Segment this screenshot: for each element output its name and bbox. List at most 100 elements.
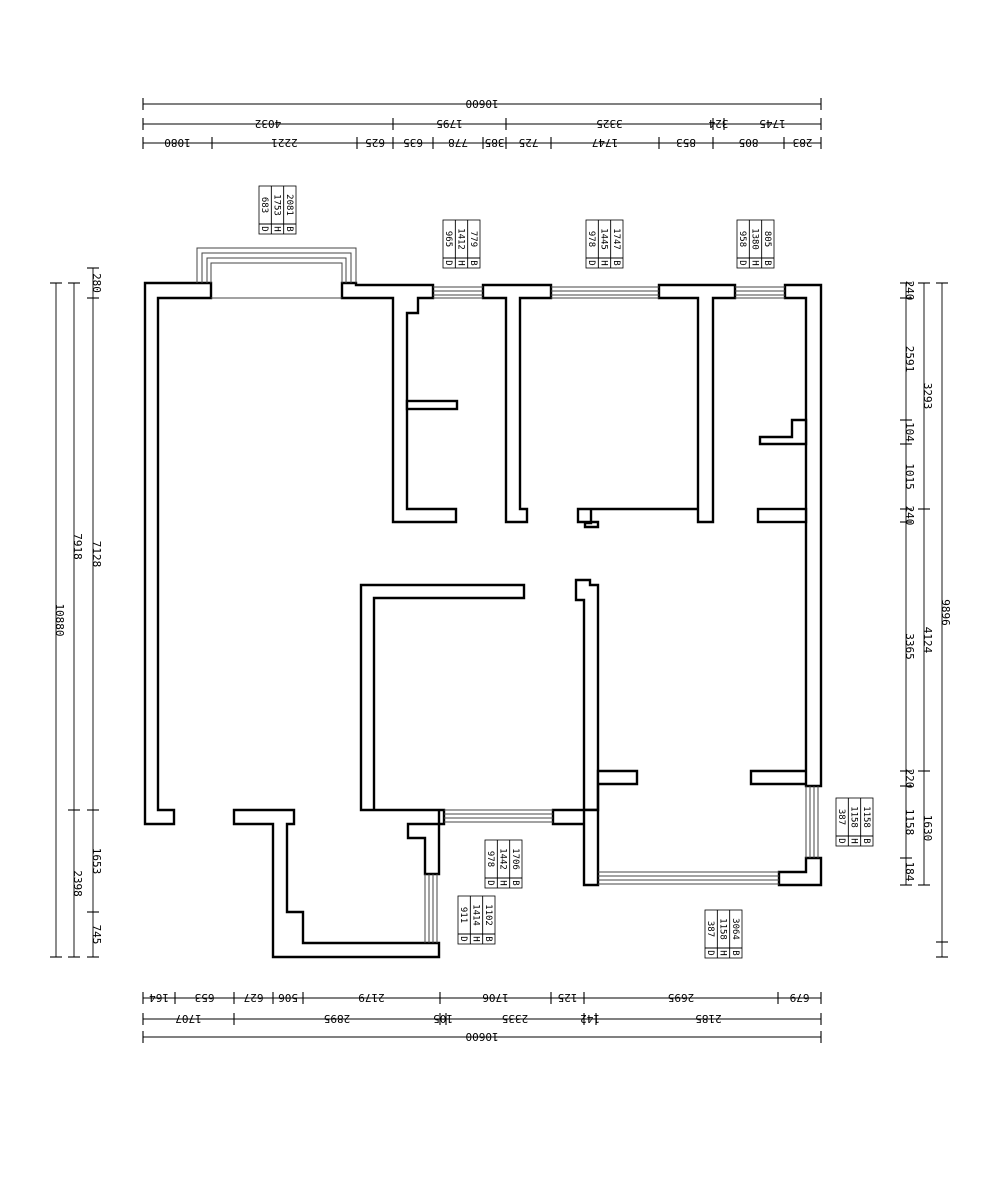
bottom-row2-label: 1707: [175, 1012, 202, 1025]
window-table-key: D: [458, 936, 468, 941]
bay-window: [196, 247, 357, 283]
top-row3-label: 1080: [164, 136, 191, 149]
window-table-value: 2081: [284, 194, 294, 216]
window-table-value: 1158: [861, 806, 871, 828]
right-inner-label: 104: [903, 422, 916, 442]
bottom-total: 10600: [142, 1030, 822, 1043]
top-total: 10600: [142, 97, 822, 110]
bottom-row1-label: 2695: [668, 991, 695, 1004]
wall-southwest: [232, 808, 441, 959]
wall-southeast: [551, 769, 639, 887]
window-table-key: D: [705, 950, 715, 955]
window-table-value: 911: [458, 907, 468, 923]
window-table-key: B: [861, 838, 871, 843]
wall-stub-kitchen: [405, 399, 459, 411]
window-table-key: D: [259, 226, 269, 231]
window-table-value: 958: [737, 231, 747, 247]
top-row3-label: 635: [403, 136, 423, 149]
bottom-row1-label: 679: [790, 991, 810, 1004]
top-row2-label: 4032: [255, 117, 282, 130]
top-row3-label: 725: [519, 136, 539, 149]
wall-t-east: [576, 283, 737, 529]
walls: [143, 281, 823, 959]
right-inner-label: 1158: [903, 809, 916, 836]
window-table-key: B: [483, 936, 493, 941]
left-total: 10880: [50, 282, 66, 958]
window-table-frame: [585, 219, 624, 269]
window-table-value: 1412: [456, 228, 466, 250]
wall-east: [749, 283, 823, 788]
window-table-frame: [442, 219, 481, 269]
right-inner-label: 240: [903, 506, 916, 526]
right-inner-label: 184: [903, 862, 916, 882]
window-table-key: H: [849, 838, 859, 843]
wall-west: [143, 281, 213, 826]
window-table-key: B: [762, 260, 772, 265]
bottom-row1-label: 653: [195, 991, 215, 1004]
wall-north-a: [340, 281, 458, 524]
window-table-value: 387: [705, 921, 715, 937]
right-mid-label: 3293: [921, 383, 934, 410]
top-row3-label: 283: [793, 136, 813, 149]
right-inner-label: 220: [903, 769, 916, 789]
top-row3-label: 1747: [592, 136, 619, 149]
window-table-frame: [484, 839, 523, 889]
top-row2-label: 3325: [596, 117, 623, 130]
right-inner-label: 3365: [903, 633, 916, 660]
window-table-value: 1747: [611, 228, 621, 250]
right-inner-label: 1015: [903, 463, 916, 490]
window-table-key: H: [498, 880, 508, 885]
window-north-3: [735, 286, 785, 299]
top-total-label: 10600: [465, 97, 498, 110]
left-mid-label: 7918: [71, 533, 84, 560]
window-table-key: D: [737, 260, 747, 265]
left-inner-label: 1653: [90, 848, 103, 875]
window-table-key: B: [730, 950, 740, 955]
window-table-key: H: [272, 226, 282, 231]
window-table-frame: [835, 797, 874, 847]
top-row2-label: 1745: [759, 117, 786, 130]
window-table-value: 3064: [730, 918, 740, 940]
left-total-label: 10880: [53, 603, 66, 636]
window-table-value: 1706: [510, 848, 520, 870]
window-table-key: H: [718, 950, 728, 955]
right-inner-label: 2591: [903, 346, 916, 373]
bottom-row2-label: 2185: [695, 1012, 722, 1025]
window-south-2: [598, 871, 779, 885]
top-row2-label: 324: [708, 117, 728, 130]
top-row3-label: 778: [448, 136, 468, 149]
window-table-key: H: [471, 936, 481, 941]
wall-east-notch-a: [758, 418, 808, 446]
top-row3-label: 625: [365, 136, 385, 149]
window-table-value: 1158: [718, 918, 728, 940]
window-table-key: H: [750, 260, 760, 265]
top-row3-label: 385: [485, 136, 505, 149]
window-table-value: 978: [586, 231, 596, 247]
bottom-row1-label: 2179: [358, 991, 385, 1004]
bottom-row1-label: 125: [558, 991, 578, 1004]
window-table-value: 1753: [272, 194, 282, 216]
window-table-value: 1102: [483, 904, 493, 926]
window-north-2: [551, 286, 659, 299]
wall-east-notch-b: [756, 507, 808, 524]
window-table-key: D: [485, 880, 495, 885]
bottom-row1-label: 627: [244, 991, 264, 1004]
window-table-key: B: [284, 226, 294, 231]
window-table-value: 1414: [471, 904, 481, 926]
right-mid-label: 4124: [921, 627, 934, 654]
window-table-value: 683: [259, 197, 269, 213]
window-table-frame: [457, 895, 496, 945]
window-table-value: 1158: [849, 806, 859, 828]
bottom-row2-label: 105: [433, 1012, 453, 1025]
